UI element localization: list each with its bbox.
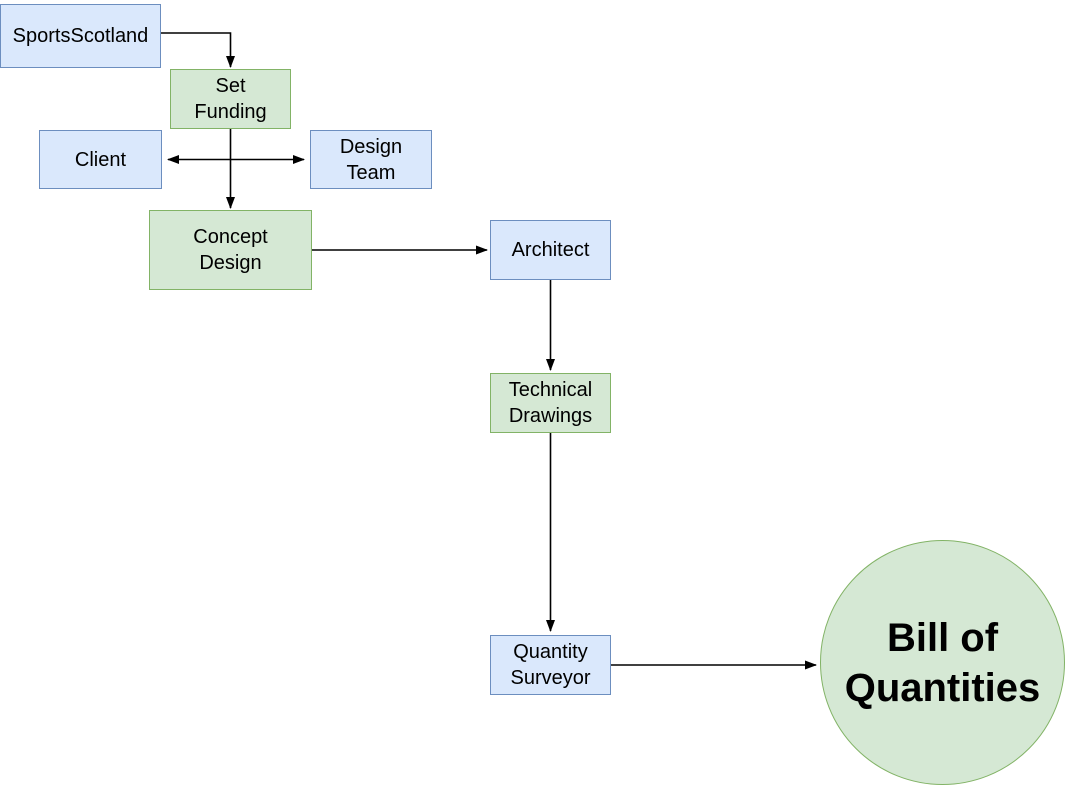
edge-sportsscotland-to-set-funding — [161, 32, 235, 68]
node-design-team: Design Team — [310, 130, 432, 189]
node-sportsscotland: SportsScotland — [0, 4, 161, 68]
node-concept-design: Concept Design — [149, 210, 312, 290]
node-client: Client — [39, 130, 162, 189]
node-technical-drawings: Technical Drawings — [490, 373, 611, 433]
node-quantity-surveyor: Quantity Surveyor — [490, 635, 611, 695]
node-architect: Architect — [490, 220, 611, 280]
node-set-funding: Set Funding — [170, 69, 291, 129]
node-bill-of-quantities: Bill of Quantities — [820, 540, 1065, 785]
